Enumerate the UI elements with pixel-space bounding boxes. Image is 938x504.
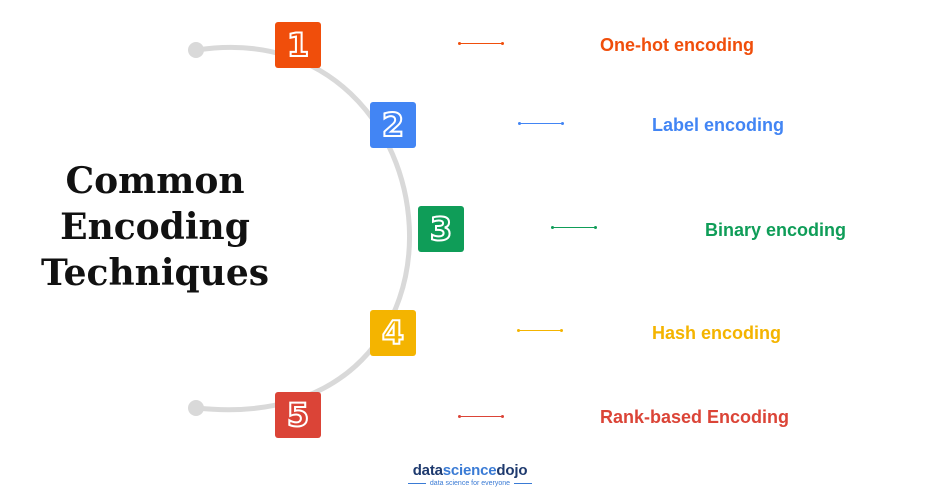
datasciencedojo-logo: datasciencedojo data science for everyon… bbox=[380, 462, 560, 487]
logo-part-data: data bbox=[412, 462, 443, 479]
step-4-label: Hash encoding bbox=[652, 323, 782, 343]
title-line-1: Common bbox=[65, 160, 245, 202]
step-5-badge: 5 bbox=[275, 392, 321, 438]
step-1-label: One-hot encoding bbox=[600, 35, 754, 55]
step-2-label: Label encoding bbox=[652, 115, 785, 135]
tagline-right-dash bbox=[514, 483, 533, 484]
step-5-number: 5 bbox=[286, 396, 310, 434]
logo-part-science: science bbox=[442, 462, 497, 479]
step-3-connector bbox=[551, 226, 597, 229]
logo-part-dojo: dojo bbox=[496, 462, 528, 479]
step-1-number: 1 bbox=[286, 26, 310, 64]
title-line-3: Techniques bbox=[40, 252, 270, 294]
step-4-number: 4 bbox=[381, 314, 405, 352]
logo-wordmark: datasciencedojo bbox=[380, 462, 560, 479]
logo-tagline-row: data science for everyone bbox=[380, 480, 560, 487]
title-line-2: Encoding bbox=[60, 206, 250, 248]
diagram-title: Common Encoding Techniques bbox=[30, 158, 280, 296]
arc-end-dot bbox=[188, 400, 204, 416]
step-4-connector bbox=[517, 329, 563, 332]
step-2-connector bbox=[518, 122, 564, 125]
step-4-badge: 4 bbox=[370, 310, 416, 356]
step-5-label: Rank-based Encoding bbox=[600, 407, 790, 427]
step-3-number: 3 bbox=[429, 210, 453, 248]
step-5-connector bbox=[458, 415, 504, 418]
logo-tagline: data science for everyone bbox=[429, 480, 511, 487]
step-1-connector bbox=[458, 42, 504, 45]
arc-start-dot bbox=[188, 42, 204, 58]
step-3-label: Binary encoding bbox=[705, 220, 847, 240]
step-1-badge: 1 bbox=[275, 22, 321, 68]
step-2-badge: 2 bbox=[370, 102, 416, 148]
tagline-left-dash bbox=[407, 483, 426, 484]
step-3-badge: 3 bbox=[418, 206, 464, 252]
step-2-number: 2 bbox=[381, 106, 405, 144]
